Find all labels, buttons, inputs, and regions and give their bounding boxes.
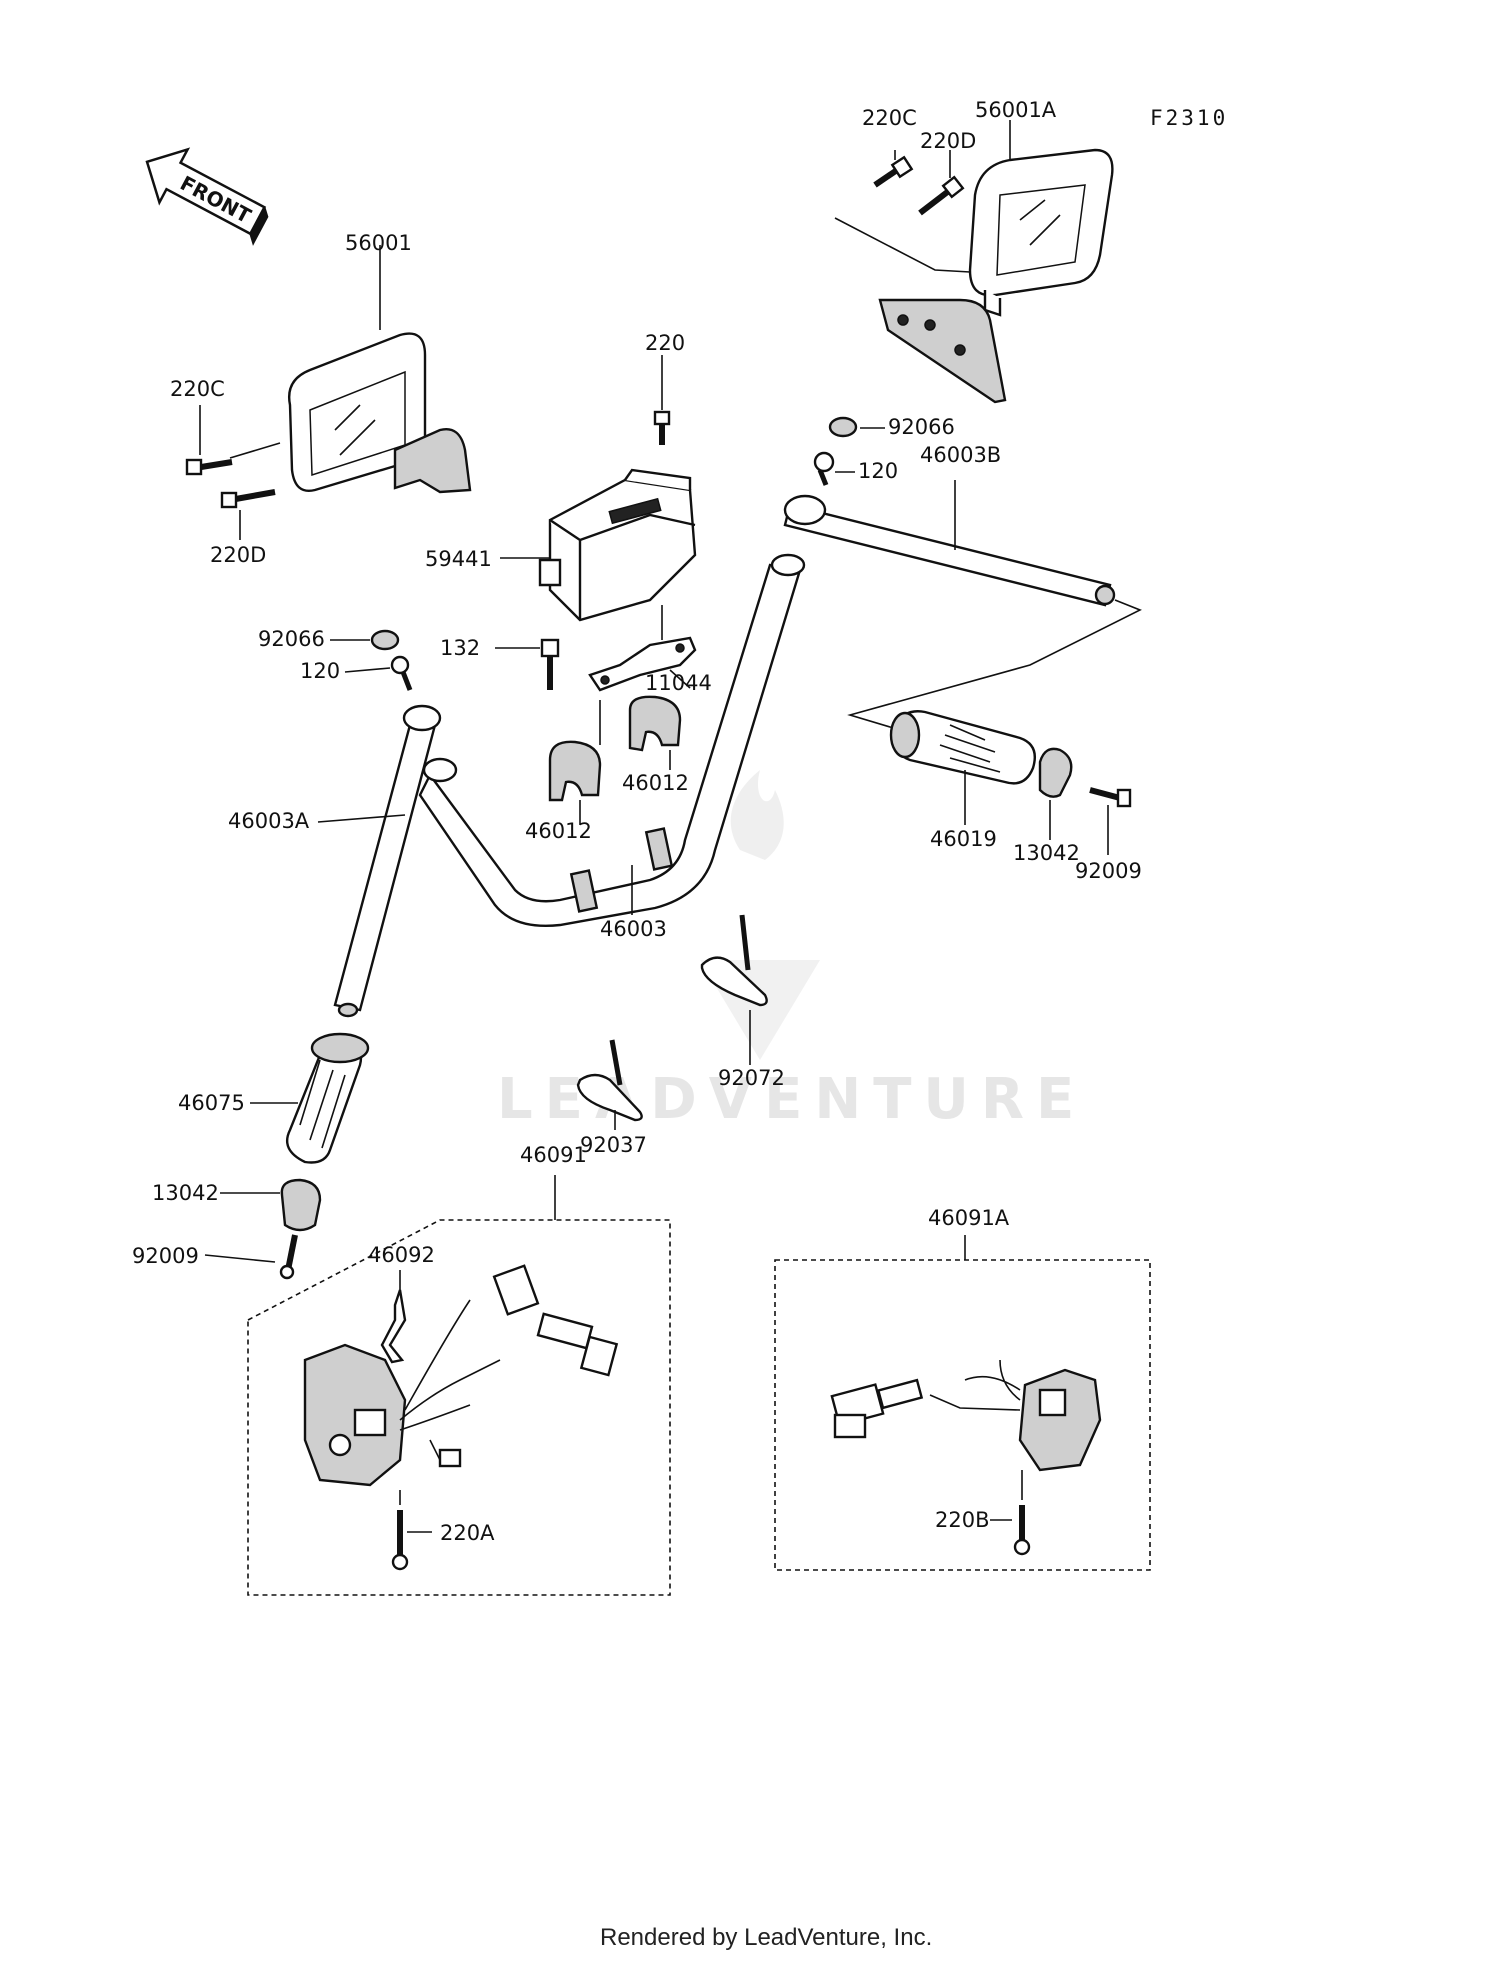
- callout-46003b: 46003B: [920, 443, 1001, 467]
- callout-220d-right: 220D: [920, 129, 976, 153]
- callout-120-left: 120: [300, 659, 340, 683]
- callout-56001a: 56001A: [975, 98, 1057, 122]
- cable-tie-92072: [700, 914, 768, 1007]
- bar-end-46003a: [333, 704, 442, 1018]
- holder-46012-right: [628, 695, 682, 752]
- callout-46019: 46019: [930, 827, 997, 851]
- bar-weight-13042-left: [280, 1178, 322, 1232]
- bar-end-46003b: [783, 494, 1116, 607]
- callout-92066-right: 92066: [888, 415, 955, 439]
- handlebar-cover-59441: [538, 468, 697, 622]
- switch-housing-46091: [303, 1264, 619, 1487]
- callout-220d-left: 220D: [210, 543, 266, 567]
- bolt-120-left: [390, 655, 413, 691]
- callout-46092: 46092: [368, 1243, 435, 1267]
- bracket-11044: [588, 636, 697, 692]
- switch-housing-46091a: [830, 1359, 1102, 1472]
- callout-132: 132: [440, 636, 480, 660]
- grip-46075: [285, 1032, 370, 1164]
- mirror-left-56001: [288, 332, 472, 494]
- callout-120-right: 120: [858, 459, 898, 483]
- bolt-220c-left: [185, 458, 233, 476]
- bolt-220c-right: [873, 155, 914, 188]
- callout-56001: 56001: [345, 231, 412, 255]
- callout-46003a: 46003A: [228, 809, 310, 833]
- handlebar-46003: [418, 553, 806, 927]
- callout-220c-right: 220C: [862, 106, 917, 130]
- callout-92037: 92037: [580, 1133, 647, 1157]
- bar-weight-13042-right: [1038, 747, 1073, 798]
- callout-46012-left: 46012: [525, 819, 592, 843]
- callout-46091: 46091: [520, 1143, 587, 1167]
- callout-46003: 46003: [600, 917, 667, 941]
- switch-box-46091a: [774, 1259, 1151, 1571]
- mirror-right-56001a: [878, 148, 1114, 404]
- cable-tie-92037: [576, 1039, 643, 1122]
- bolt-220d-right: [918, 175, 965, 216]
- callout-92009-left: 92009: [132, 1244, 199, 1268]
- screw-92009-right: [1089, 787, 1132, 808]
- callout-11044: 11044: [645, 671, 712, 695]
- callout-46012-right: 46012: [622, 771, 689, 795]
- cap-92066-right: [828, 416, 858, 438]
- screw-220b: [1013, 1505, 1031, 1556]
- bolt-120-right: [813, 451, 835, 486]
- screw-220a: [391, 1510, 409, 1571]
- bolt-132: [540, 638, 560, 690]
- callout-labels: 220C 56001A 220D 56001 220 220C 92066 12…: [132, 98, 1142, 1545]
- callout-92072: 92072: [718, 1066, 785, 1090]
- grip-46019: [889, 710, 1037, 785]
- callout-46091a: 46091A: [928, 1206, 1010, 1230]
- callout-220c-left: 220C: [170, 377, 225, 401]
- figure-code: F2310: [1150, 106, 1228, 130]
- cap-92066-left: [370, 629, 400, 651]
- front-arrow-icon: FRONT: [145, 147, 269, 246]
- callout-220: 220: [645, 331, 685, 355]
- clip-46092: [380, 1289, 407, 1364]
- callout-220a: 220A: [440, 1521, 495, 1545]
- callout-92009-right: 92009: [1075, 859, 1142, 883]
- callout-92066-left: 92066: [258, 627, 325, 651]
- screw-92009-left: [279, 1234, 298, 1280]
- callout-13042-right: 13042: [1013, 841, 1080, 865]
- bolt-220: [653, 410, 671, 445]
- callout-220b: 220B: [935, 1508, 990, 1532]
- footer-credit: Rendered by LeadVenture, Inc.: [600, 1924, 932, 1951]
- bolt-220d-left: [220, 489, 276, 509]
- callout-13042-left: 13042: [152, 1181, 219, 1205]
- callout-59441: 59441: [425, 547, 492, 571]
- holder-46012-left: [548, 740, 602, 802]
- switch-box-46091: [247, 1219, 671, 1596]
- callout-46075: 46075: [178, 1091, 245, 1115]
